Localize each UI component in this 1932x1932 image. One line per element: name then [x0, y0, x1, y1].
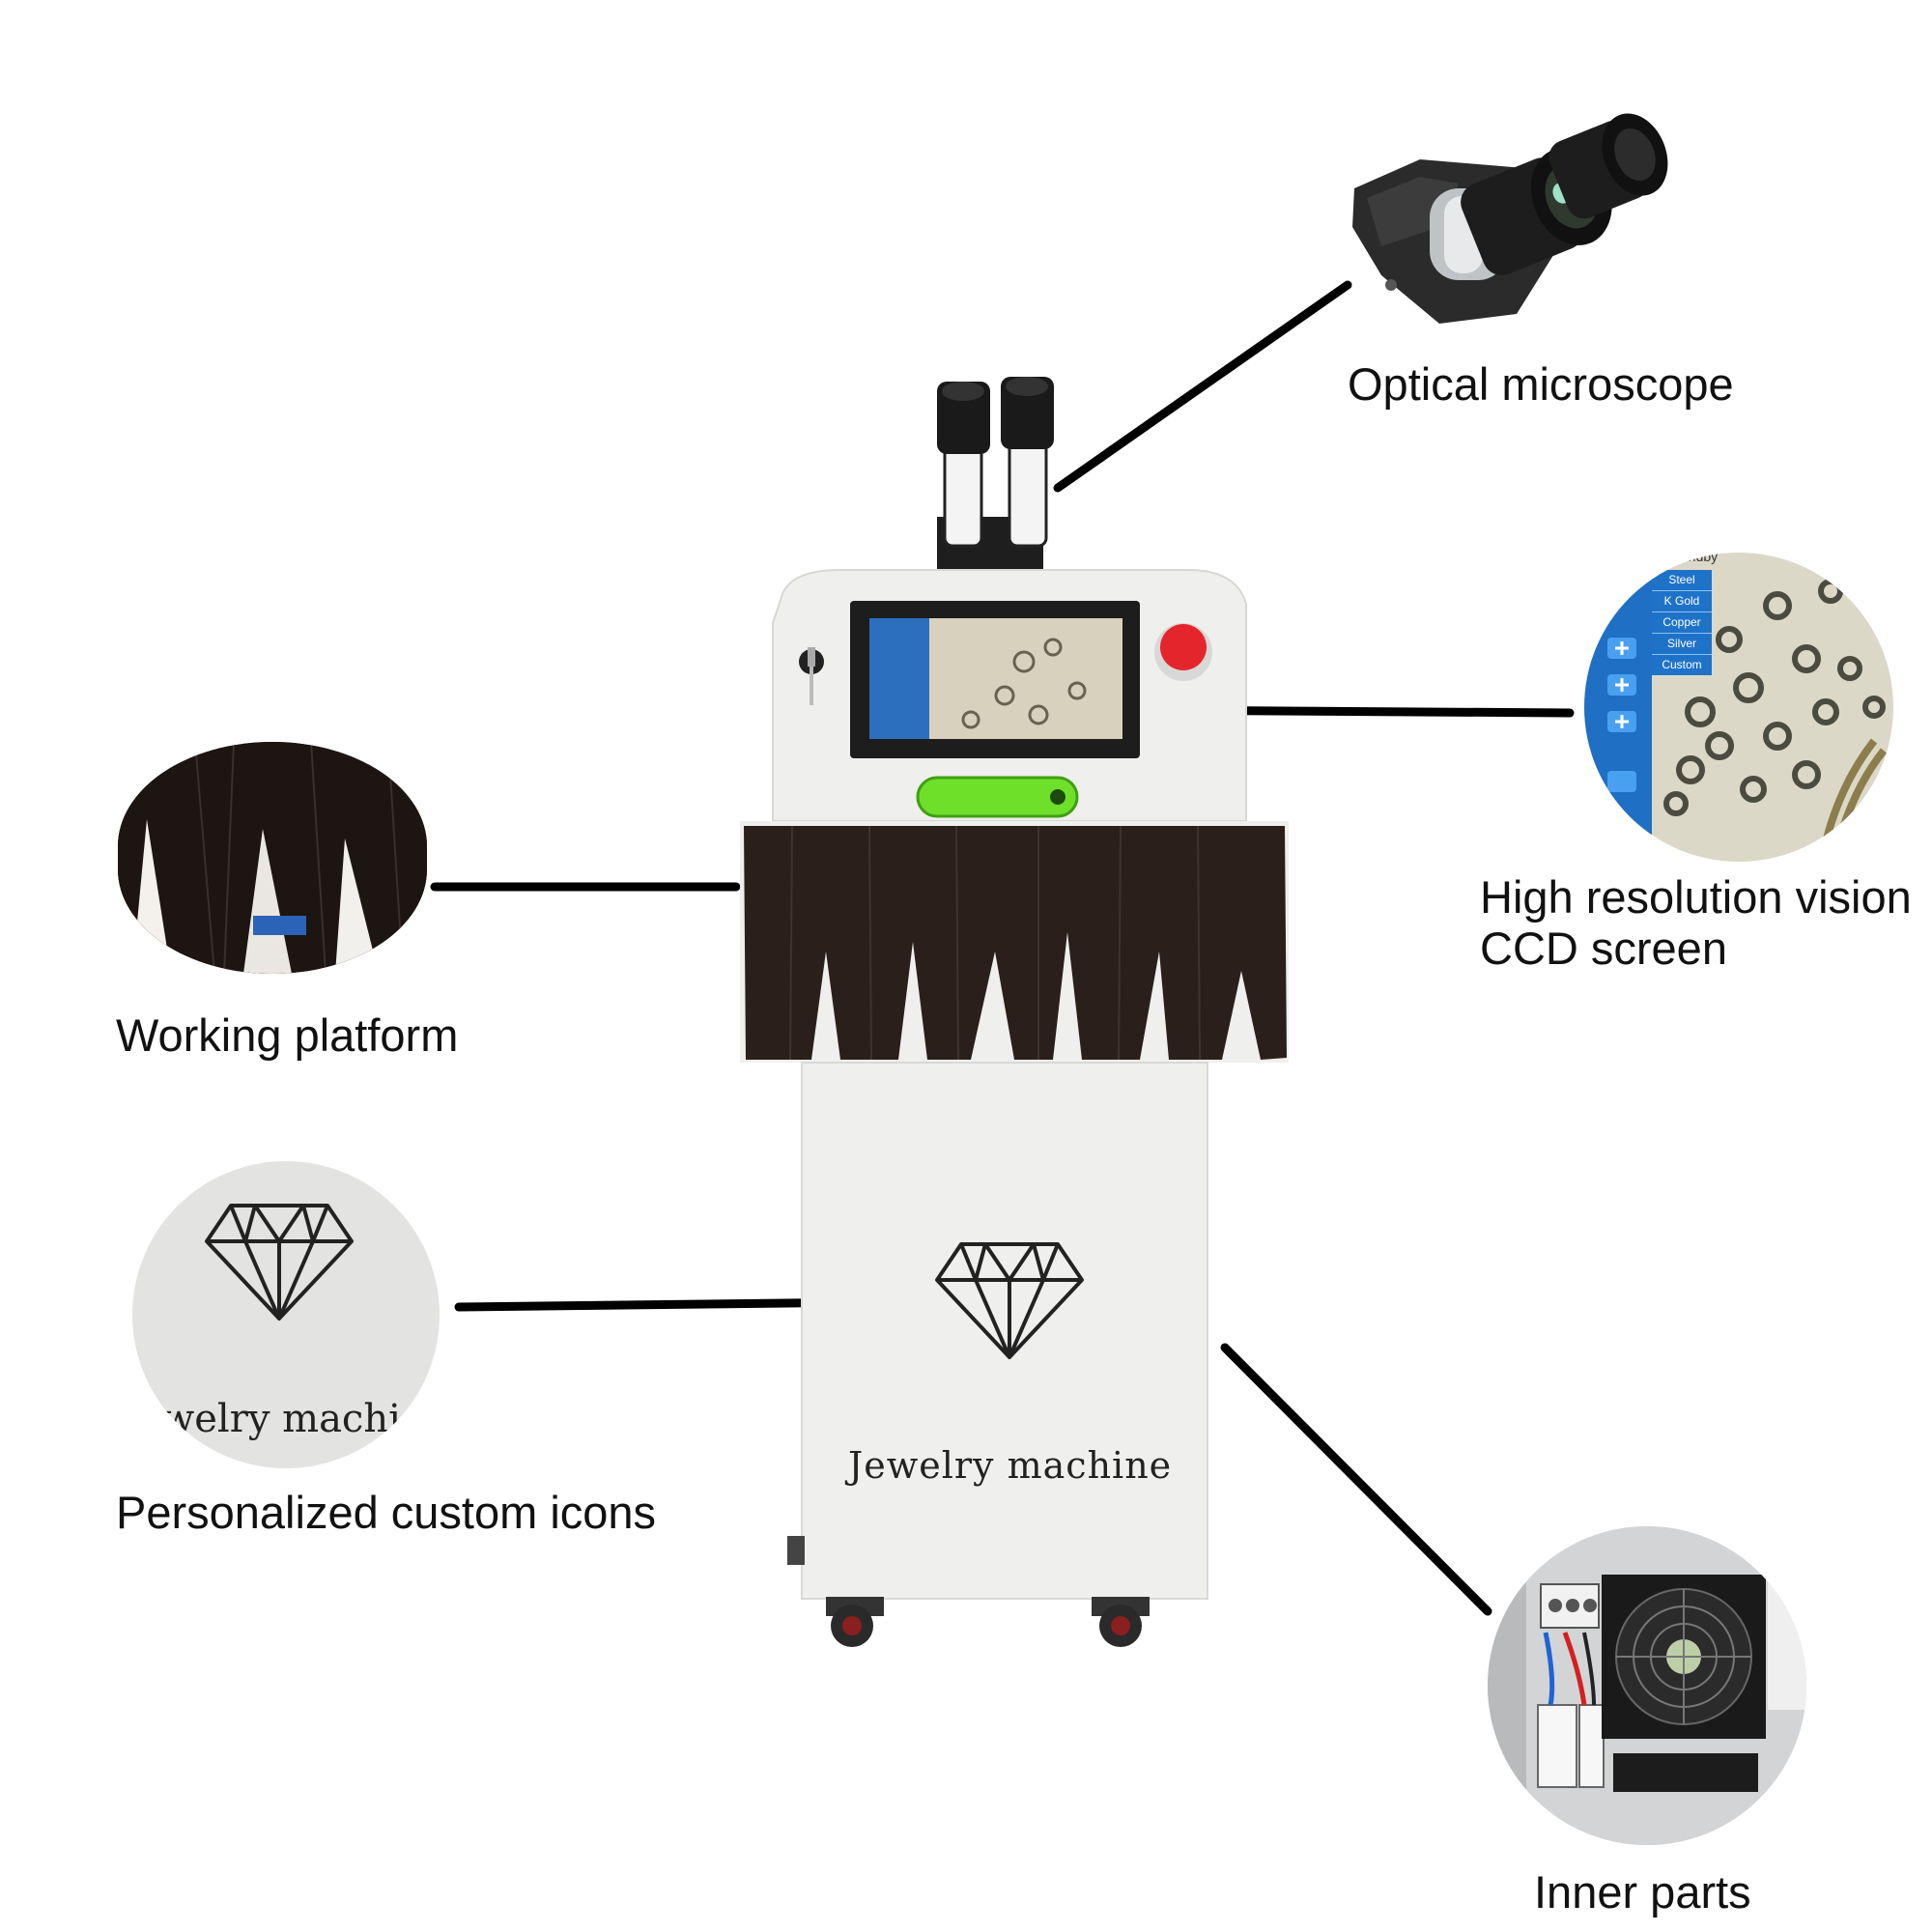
machine-casters: [787, 1536, 1150, 1647]
label-ccd-screen-line2: CCD screen: [1480, 922, 1727, 974]
microscope-detail-image: [1352, 113, 1668, 324]
ccd-screen-texture: [1584, 553, 1888, 862]
custom-icons-brand-fragment: welry machi: [161, 1397, 401, 1441]
label-ccd-screen-line1: High resolution vision: [1480, 871, 1912, 923]
leader-line-microscope: [1053, 280, 1352, 493]
ccd-menu-item-steel[interactable]: Steel: [1652, 570, 1712, 591]
label-optical-microscope: Optical microscope: [1348, 358, 1734, 410]
status-indicator-window: [916, 776, 1079, 818]
key-switch-icon[interactable]: [799, 647, 824, 705]
label-ccd-screen: High resolution vision CCD screen: [1480, 871, 1912, 974]
ccd-menu-header: andby: [1681, 553, 1719, 564]
jewelry-welding-machine: [740, 377, 1289, 1647]
ccd-screen-detail: andby Steel K Gold Copper Silver Custom: [1584, 553, 1893, 862]
machine-working-platform: [740, 821, 1289, 1063]
cabinet-diamond-icon: [935, 1242, 1084, 1359]
inner-parts-detail: [1488, 1526, 1806, 1845]
cabinet-brand-text: Jewelry machine: [848, 1444, 1173, 1487]
ccd-menu-item-custom[interactable]: Custom: [1662, 658, 1702, 671]
machine-cabinet: [801, 1062, 1208, 1600]
ccd-material-menu: Steel K Gold Copper Silver Custom: [1652, 570, 1712, 675]
label-working-platform: Working platform: [116, 1009, 459, 1061]
inner-parts-texture: [1488, 1526, 1806, 1845]
platform-skirt-texture: [118, 742, 427, 974]
label-inner-parts: Inner parts: [1534, 1866, 1751, 1918]
ccd-menu-item-silver[interactable]: Silver: [1652, 634, 1712, 655]
leader-line-inner: [1220, 1343, 1492, 1616]
machine-microscope: [937, 377, 1054, 584]
ccd-menu-item-copper[interactable]: Copper: [1652, 612, 1712, 634]
ccd-menu-item-k-gold[interactable]: K Gold: [1652, 591, 1712, 612]
emergency-stop-button[interactable]: [1154, 623, 1212, 681]
working-platform-detail: [118, 742, 427, 974]
custom-icons-detail: welry machi: [132, 1161, 440, 1468]
ccd-plus-icons: [1615, 641, 1629, 728]
label-custom-icons: Personalized custom icons: [116, 1487, 657, 1538]
diamond-icon: [205, 1204, 354, 1321]
